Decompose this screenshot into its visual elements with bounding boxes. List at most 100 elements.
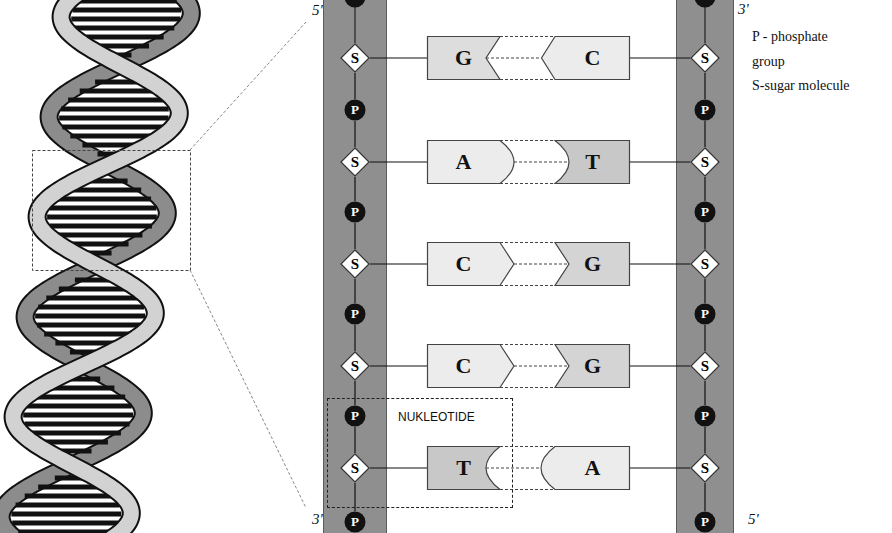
backbone-line (354, 279, 355, 303)
backbone-line (354, 381, 355, 405)
key-note: P - phosphate group (752, 24, 856, 74)
phosphate-letter: P (351, 514, 359, 530)
base-letter: T (456, 455, 471, 481)
base-pair-rung (50, 206, 157, 211)
base-pair-rung (38, 305, 144, 310)
pair-gap-line (500, 183, 555, 184)
base-pair-rung (75, 26, 174, 31)
pair-gap-line (500, 489, 555, 490)
phosphate-circle (695, 0, 716, 8)
phosphate-circle: P (694, 511, 716, 533)
sugar-diamond: S (340, 453, 370, 483)
zoom-frame (33, 151, 191, 271)
base-pair-rung (57, 197, 151, 202)
base-pair-rung (46, 296, 138, 301)
base-pair-rung (79, 0, 177, 4)
sugar-base-bond (370, 57, 427, 58)
base-box: T (555, 140, 630, 184)
base-letter: G (584, 353, 601, 379)
phosphate-circle: P (694, 99, 716, 121)
hydrogen-bond (514, 365, 569, 366)
nucleotide-frame: NUKLEOTIDE P S T (327, 398, 513, 508)
base-pair-rung (16, 503, 120, 508)
phosphate-circle: P (344, 303, 366, 325)
sugar-diamond: S (340, 249, 370, 279)
sugar-letter: S (351, 460, 359, 477)
base-pair-rung (35, 314, 145, 319)
phosphate-letter: P (701, 514, 709, 530)
phosphate-letter: P (701, 204, 709, 220)
base-pair-rung (37, 323, 141, 328)
sugar-letter: S (701, 154, 709, 171)
sugar-base-bond (630, 263, 690, 264)
backbone-line (704, 381, 705, 405)
phosphate-letter: P (701, 306, 709, 322)
sugar-letter: S (351, 154, 359, 171)
helix-strand-outline (13, 0, 179, 533)
pair-gap-line (500, 79, 555, 80)
backbone-line (354, 483, 355, 511)
hydrogen-bond (514, 161, 569, 162)
phosphate-letter: P (701, 102, 709, 118)
base-pair-rung (59, 287, 128, 292)
base-pair-rung (71, 17, 180, 22)
base-pair-rung (80, 89, 155, 94)
phosphate-circle (345, 0, 366, 8)
backbone-band (677, 0, 734, 533)
sugar-diamond: S (340, 351, 370, 381)
sugar-base-bond (630, 57, 690, 58)
pair-gap-line (500, 36, 555, 37)
base-pair-rung (50, 224, 152, 229)
hydrogen-bond (486, 57, 541, 58)
helix-strand (13, 0, 179, 533)
backbone-line (354, 121, 355, 147)
base-pair-rung (18, 530, 110, 533)
sugar-letter: S (701, 358, 709, 375)
nucleotide-label: NUKLEOTIDE (398, 410, 475, 424)
sugar-diamond: S (690, 147, 720, 177)
sugar-base-bond (370, 161, 427, 162)
backbone-line (704, 483, 705, 511)
zoom-line (190, 270, 306, 508)
sugar-base-bond (630, 161, 690, 162)
sugar-base-bond (370, 365, 427, 366)
phosphate-circle: P (344, 201, 366, 223)
sugar-base-bond (370, 263, 427, 264)
hydrogen-bond (514, 263, 569, 264)
base-pair-rung (59, 116, 168, 121)
sugar-diamond: S (690, 351, 720, 381)
phosphate-circle: P (694, 303, 716, 325)
backbone-line (704, 427, 705, 453)
base-pair-rung (31, 431, 121, 436)
backbone-line (704, 121, 705, 147)
base-box: A (427, 140, 514, 184)
sugar-base-bond (630, 467, 690, 468)
sugar-diamond: S (690, 453, 720, 483)
strand-end-label: 5' (312, 1, 323, 19)
phosphate-letter: P (351, 102, 359, 118)
strand-end-label: 3' (312, 510, 323, 528)
backbone-line (704, 73, 705, 99)
pair-gap-line (500, 387, 555, 388)
phosphate-letter: P (351, 408, 359, 424)
sugar-diamond: S (690, 249, 720, 279)
pair-gap-line (500, 446, 555, 447)
base-box: C (427, 242, 514, 286)
backbone-band (324, 0, 387, 533)
base-letter: G (455, 45, 472, 71)
base-pair-rung (25, 494, 113, 499)
sugar-letter: S (701, 256, 709, 273)
base-pair-rung (68, 98, 164, 103)
phosphate-circle: P (344, 405, 366, 427)
helix-strand-outline (1, 0, 191, 533)
backbone-line (354, 223, 355, 249)
helix-strand (1, 0, 191, 533)
sugar-letter: S (701, 460, 709, 477)
zoom-line (190, 22, 306, 150)
strand-end-label: 5' (748, 510, 759, 528)
sugar-letter: S (351, 358, 359, 375)
backbone-line (354, 177, 355, 201)
strand-end-label: 3' (738, 0, 749, 18)
base-box: A (541, 446, 630, 490)
base-box: G (555, 344, 630, 388)
